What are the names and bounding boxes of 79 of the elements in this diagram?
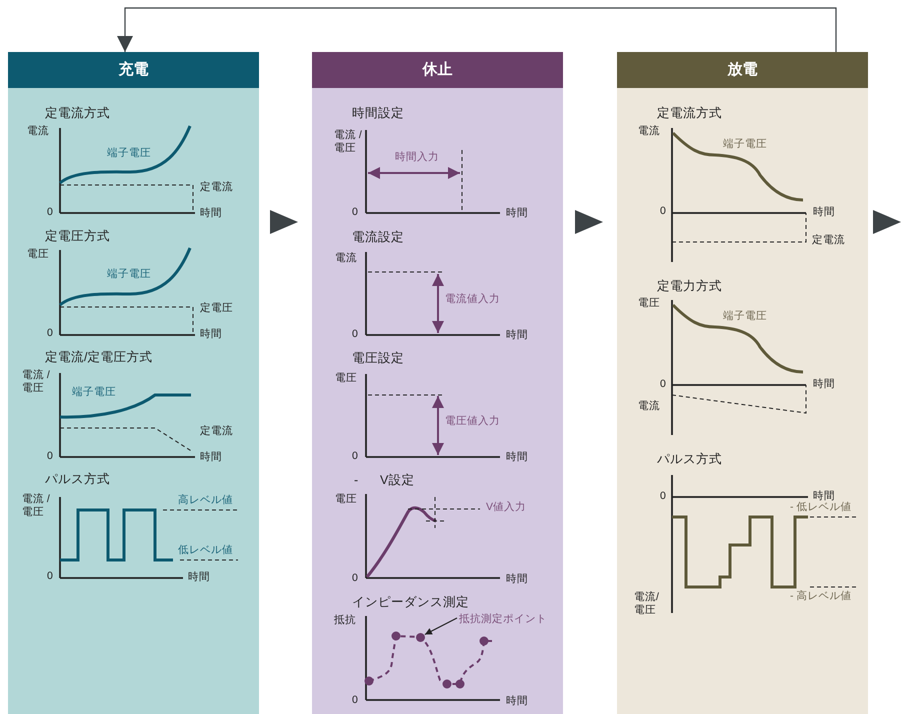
axis-label: 0 (660, 377, 666, 392)
curve-label: V値入力 (486, 500, 526, 515)
axis-label: 電流 /電圧 (22, 369, 51, 395)
curve-label: 端子電圧 (72, 385, 116, 400)
axis-label: 0 (352, 327, 358, 342)
axis-label: 0 (352, 571, 358, 586)
axis-label: 抵抗 (334, 613, 356, 628)
axis-label: 定電流 (812, 233, 845, 248)
curve-label: 電流値入力 (445, 292, 500, 307)
chart-title: 電流設定 (352, 229, 404, 246)
axis-label: 0 (47, 569, 53, 584)
axis-label: 電流/ 電圧 (634, 591, 660, 617)
axis-label: 時間 (506, 572, 528, 587)
axis-label: 0 (352, 693, 358, 708)
axis-label: 電圧 (638, 296, 660, 311)
curve-label: 高レベル値 (178, 493, 233, 508)
curve-label: 端子電圧 (107, 267, 151, 282)
axis-label: 電圧 (27, 247, 49, 262)
curve-label: - 低レベル値 (790, 500, 852, 515)
axis-label: 電流 (638, 124, 660, 139)
triangle-arrow (270, 210, 298, 234)
axis-label: 電流 /電圧 (22, 493, 51, 519)
curve-label: 電圧値入力 (445, 414, 500, 429)
axis-label: 0 (47, 449, 53, 464)
axis-label: 時間 (200, 450, 222, 465)
triangle-arrow (575, 210, 603, 234)
stage-panel (8, 52, 259, 714)
curve-label: 端子電圧 (723, 137, 767, 152)
axis-label: 0 (660, 489, 666, 504)
annotation-label: 抵抗測定ポイント (459, 612, 547, 628)
stage-panel (312, 52, 563, 714)
chart-title: 定電流方式 (657, 105, 722, 122)
curve-label: 低レベル値 (178, 543, 233, 558)
return-arrow (117, 7, 837, 52)
axis-label: 0 (352, 205, 358, 220)
axis-label: 定電流 (200, 424, 233, 439)
leader-line (424, 617, 458, 636)
axis-label: 時間 (506, 206, 528, 221)
panel-header: 充電 (8, 52, 259, 88)
axis-label: 定電圧 (200, 301, 233, 316)
axis-label: 電圧 (335, 371, 357, 386)
chart-title: V設定 (380, 472, 414, 489)
axis-label: 時間 (813, 377, 835, 392)
curve-label: - 高レベル値 (790, 589, 852, 604)
axis-label: 電流 (335, 251, 357, 266)
axis-label: 時間 (506, 450, 528, 465)
axis-label: 時間 (200, 206, 222, 221)
axis-label: 電流 /電圧 (334, 129, 363, 155)
triangle-arrow (873, 210, 901, 234)
panel-header: 休止 (312, 52, 563, 88)
chart-title: 定電流方式 (45, 105, 110, 122)
axis-label: 電流 (638, 399, 660, 414)
chart-title: 電圧設定 (352, 350, 404, 367)
axis-label: 時間 (813, 205, 835, 220)
axis-label: 時間 (188, 570, 210, 585)
axis-label: 定電流 (200, 180, 233, 195)
axis-label: 時間 (506, 694, 528, 709)
axis-label: 電圧 (335, 492, 357, 507)
axis-label: 0 (660, 204, 666, 219)
chart-title: 定電圧方式 (45, 228, 110, 245)
axis-label: 時間 (506, 328, 528, 343)
axis-label: 0 (47, 326, 53, 341)
chart-title: - (354, 472, 358, 489)
chart-title: インピーダンス測定 (352, 594, 469, 611)
axis-label: 0 (352, 449, 358, 464)
chart-title: パルス方式 (45, 471, 110, 488)
chart-title: 時間設定 (352, 105, 404, 122)
chart-title: パルス方式 (657, 451, 722, 468)
stage-panel (617, 52, 868, 714)
curve-label: 端子電圧 (723, 309, 767, 324)
axis-label: 時間 (200, 327, 222, 342)
curve-label: 端子電圧 (107, 146, 151, 161)
axis-label: 電流 (27, 124, 49, 139)
axis-label: 時間 (813, 489, 835, 502)
curve-label: 時間入力 (395, 150, 439, 165)
chart-title: 定電力方式 (657, 278, 722, 295)
axis-label: 0 (47, 205, 53, 220)
chart-title: 定電流/定電圧方式 (45, 349, 152, 366)
panel-header: 放電 (617, 52, 868, 88)
